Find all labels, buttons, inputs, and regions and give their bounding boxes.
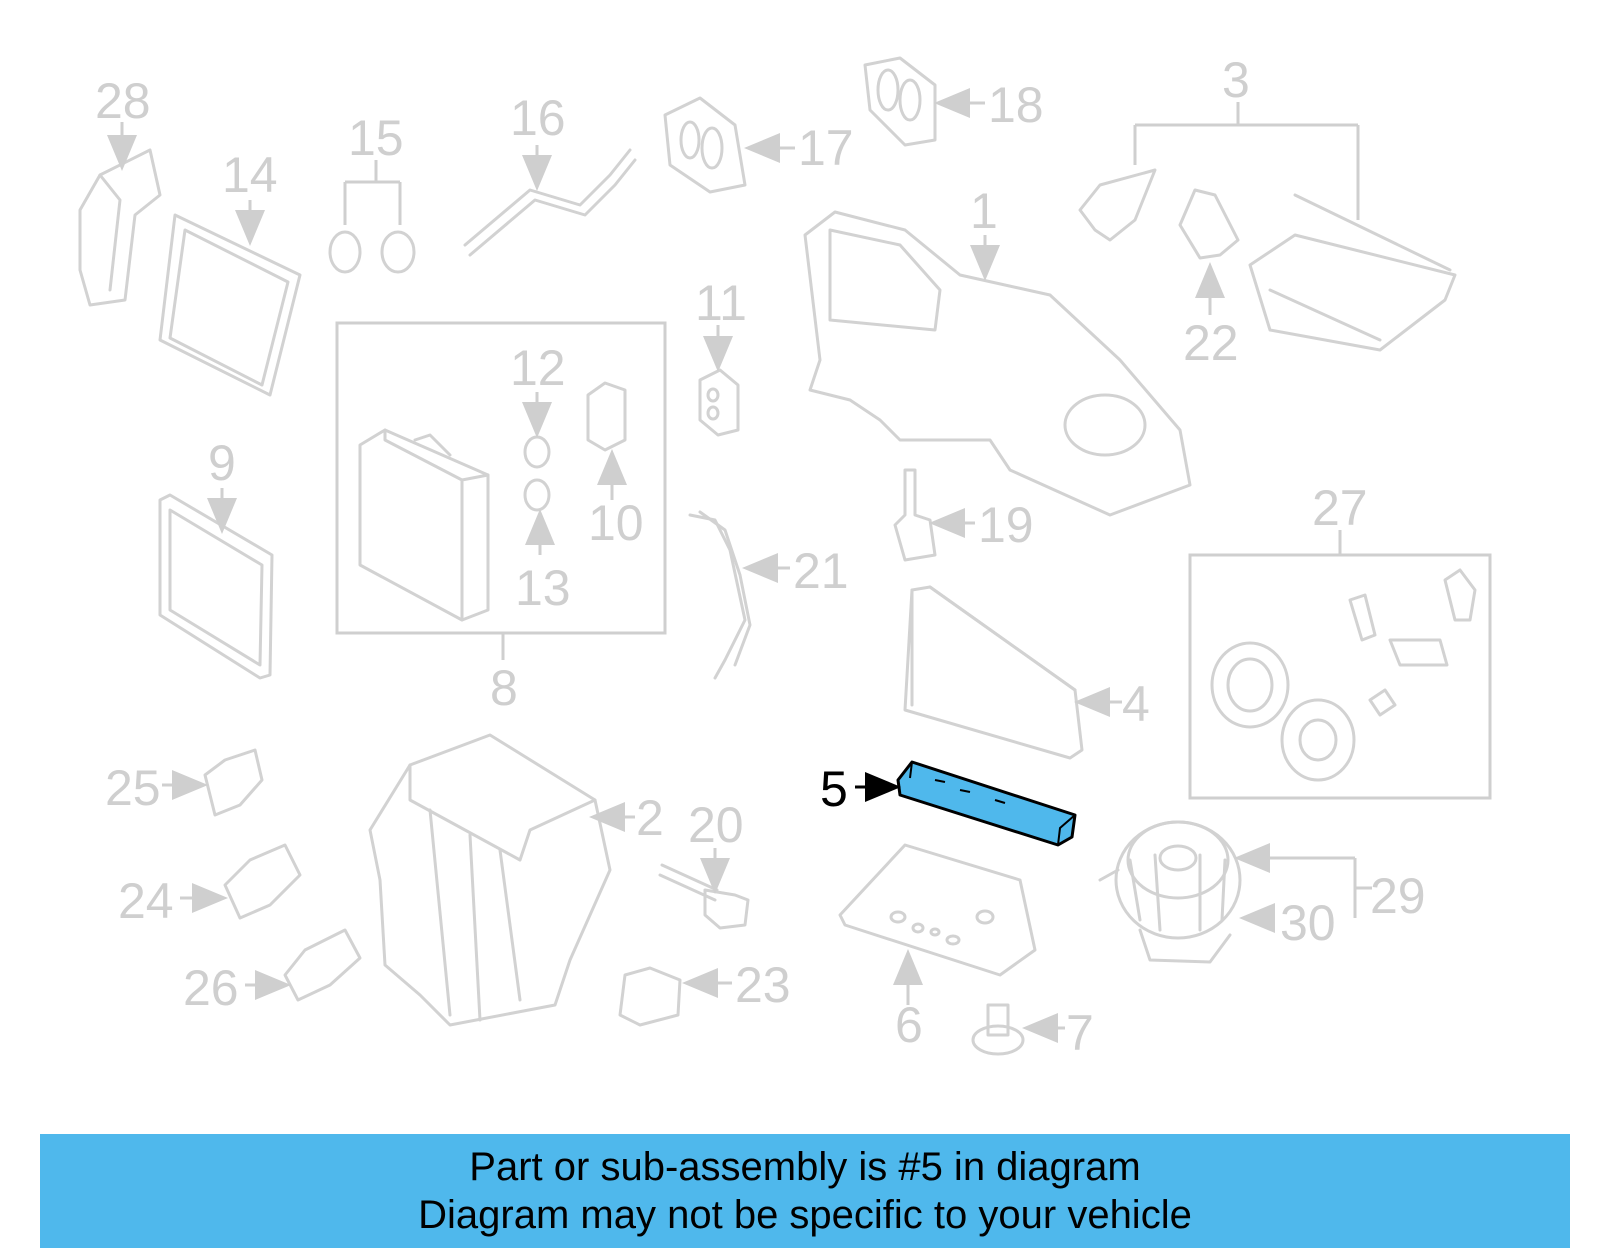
label-20: 20 (688, 797, 744, 853)
label-11: 11 (695, 275, 747, 331)
label-26: 26 (183, 960, 239, 1016)
part-25[interactable] (162, 748, 264, 817)
label-4: 4 (1122, 676, 1150, 732)
label-7: 7 (1066, 1005, 1094, 1061)
label-24: 24 (118, 873, 174, 929)
part-1[interactable] (803, 210, 1192, 517)
label-18: 18 (988, 77, 1044, 133)
label-21: 21 (793, 543, 849, 599)
part-21[interactable] (688, 510, 790, 680)
part-5-highlighted[interactable] (855, 760, 1077, 847)
part-16[interactable] (463, 145, 637, 257)
part-18[interactable] (863, 56, 985, 147)
label-3: 3 (1222, 52, 1250, 108)
part-3[interactable] (1078, 102, 1457, 352)
part-26[interactable] (245, 928, 362, 1002)
label-5: 5 (820, 761, 848, 817)
label-6: 6 (895, 997, 923, 1053)
label-23: 23 (735, 957, 791, 1013)
label-12: 12 (510, 340, 566, 396)
label-10: 10 (588, 495, 644, 551)
part-23[interactable] (618, 966, 732, 1027)
label-9: 9 (208, 435, 236, 491)
label-17: 17 (798, 120, 854, 176)
part-27[interactable] (1188, 530, 1492, 800)
part-24[interactable] (180, 843, 302, 920)
part-8[interactable] (335, 321, 667, 660)
part-29-30[interactable] (1098, 820, 1372, 964)
label-25: 25 (105, 760, 161, 816)
part-13[interactable] (523, 478, 555, 555)
label-19: 19 (978, 497, 1034, 553)
part-9[interactable] (158, 488, 274, 680)
label-22: 22 (1183, 315, 1239, 371)
info-banner: Part or sub-assembly is #5 in diagram Di… (40, 1134, 1570, 1248)
label-28: 28 (95, 73, 151, 129)
label-15: 15 (348, 110, 404, 166)
part-4[interactable] (903, 585, 1122, 760)
label-16: 16 (510, 90, 566, 146)
parts-diagram: 28 14 15 16 17 18 3 (78, 52, 1492, 1061)
part-6[interactable] (838, 843, 1037, 1005)
part-15[interactable] (328, 160, 416, 274)
part-7[interactable] (971, 1003, 1065, 1056)
label-1: 1 (970, 183, 998, 239)
part-17[interactable] (663, 96, 795, 194)
label-14: 14 (222, 147, 278, 203)
part-22[interactable] (1178, 188, 1240, 315)
part-2[interactable] (368, 733, 635, 1027)
label-29: 29 (1370, 868, 1426, 924)
banner-line-1: Part or sub-assembly is #5 in diagram (469, 1145, 1141, 1189)
part-19[interactable] (893, 468, 975, 562)
label-27: 27 (1312, 480, 1368, 536)
banner-line-2: Diagram may not be specific to your vehi… (418, 1193, 1192, 1237)
part-14[interactable] (158, 200, 302, 397)
part-10[interactable] (586, 381, 627, 500)
label-8: 8 (490, 660, 518, 716)
part-11[interactable] (698, 325, 740, 437)
label-2: 2 (636, 790, 664, 846)
label-30: 30 (1280, 895, 1336, 951)
part-28[interactable] (78, 122, 162, 307)
part-20[interactable] (658, 848, 750, 930)
label-13: 13 (515, 560, 571, 616)
part-12[interactable] (522, 392, 552, 469)
